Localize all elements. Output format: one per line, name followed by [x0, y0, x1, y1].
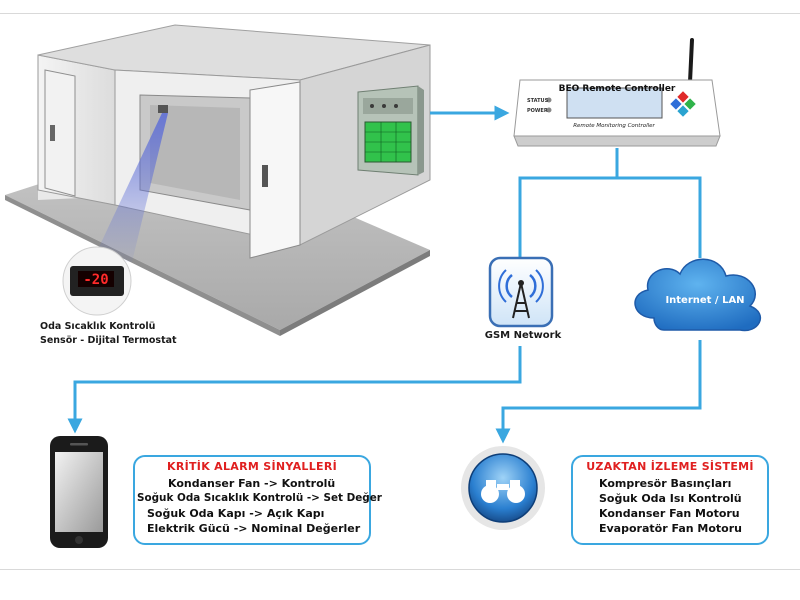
internet-to-monitor-arrow — [495, 340, 702, 444]
sensor-caption-line1: Oda Sıcaklık Kontrolü — [40, 321, 156, 332]
monitor-item: Kondanser Fan Motoru — [599, 507, 740, 520]
alarm-panel-title: KRİTİK ALARM SİNYALLERİ — [167, 460, 337, 473]
connectors — [67, 105, 702, 444]
alarm-item: Kondanser Fan -> Kontrolü — [168, 477, 336, 490]
control-cabinet — [357, 85, 424, 176]
internet-cloud-icon — [634, 258, 762, 332]
beo-remote-controller: STATUS POWER BEO Remote Controller Remot… — [513, 38, 721, 147]
monitor-item: Soğuk Oda Isı Kontrolü — [599, 492, 742, 505]
controller-subtitle: Remote Monitoring Controller — [573, 123, 655, 129]
power-label: POWER — [527, 108, 548, 114]
internet-lan-label: Internet / LAN — [665, 295, 745, 306]
sensor-caption-line2: Sensör - Dijital Termostat — [40, 335, 177, 346]
controller-to-gsm-line — [518, 148, 619, 258]
monitor-panel-title: UZAKTAN İZLEME SİSTEMİ — [586, 460, 754, 473]
alarm-item: Soğuk Oda Kapı -> Açık Kapı — [147, 507, 325, 520]
top-divider — [0, 13, 800, 14]
gsm-network-label: GSM Network — [484, 330, 562, 341]
controller-to-internet-line — [617, 176, 702, 258]
alarm-item: Soğuk Oda Sıcaklık Kontrolü -> Set Değer — [137, 492, 382, 504]
monitor-item: Evaporatör Fan Motoru — [599, 522, 742, 535]
gsm-network-icon — [488, 256, 554, 328]
alarm-item: Elektrik Gücü -> Nominal Değerler — [147, 522, 361, 535]
monitor-item: Kompresör Basınçları — [599, 477, 732, 490]
status-label: STATUS — [527, 98, 549, 104]
monitoring-binoculars-icon — [461, 446, 545, 530]
smartphone-icon — [50, 436, 108, 548]
remote-monitoring-panel: UZAKTAN İZLEME SİSTEMİ Kompresör Basınçl… — [571, 455, 769, 545]
bottom-divider — [0, 569, 800, 570]
controller-title: BEO Remote Controller — [559, 84, 676, 94]
sensor-caption: Oda Sıcaklık Kontrolü Sensör - Dijital T… — [40, 320, 177, 348]
gsm-to-phone-arrow — [67, 346, 522, 434]
thermostat-readout: -20 — [83, 272, 108, 288]
digital-thermostat: -20 — [62, 246, 132, 316]
critical-alarm-panel: KRİTİK ALARM SİNYALLERİ Kondanser Fan ->… — [133, 455, 382, 545]
